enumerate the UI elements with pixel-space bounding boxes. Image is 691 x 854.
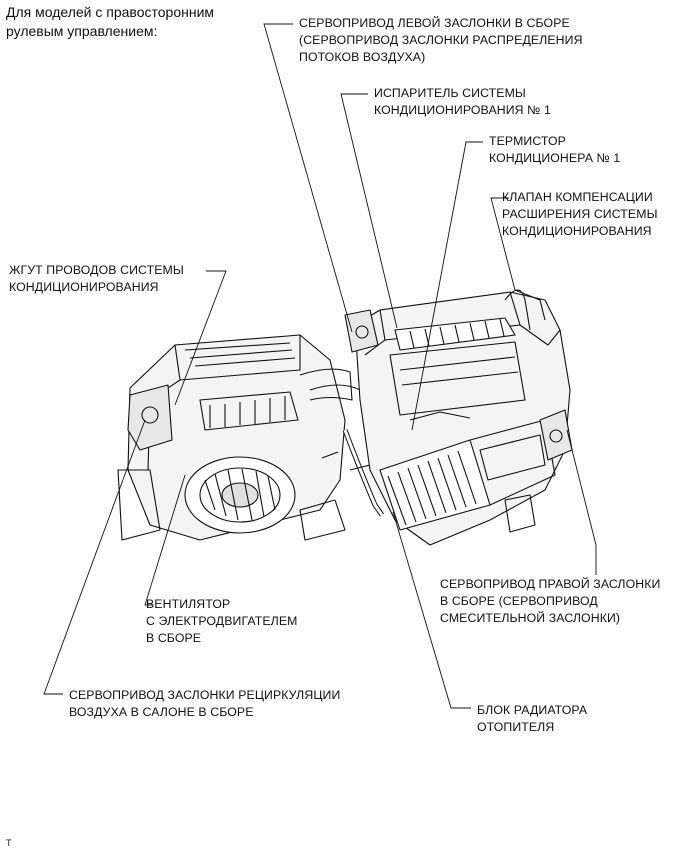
expansion-valve-pipes [504, 289, 531, 331]
leader-lines [43, 23, 597, 709]
footer-mark: T [6, 838, 12, 848]
leader-wire-harness [174, 270, 227, 406]
page-heading: Для моделей с правосторонним рулевым упр… [6, 4, 215, 39]
leader-heater-core [392, 511, 471, 709]
left-door-servo-body [344, 309, 379, 353]
leader-right-door-servo [566, 429, 597, 575]
leader-left-door-servo [263, 23, 353, 333]
label-expansion-valve: КЛАПАН КОМПЕНСАЦИИ РАСШИРЕНИЯ СИСТЕМЫ КО… [502, 190, 658, 238]
label-wire-harness: ЖГУТ ПРОВОДОВ СИСТЕМЫ КОНДИЦИОНИРОВАНИЯ [9, 263, 184, 294]
leader-expansion-valve [490, 197, 516, 291]
leader-evaporator [340, 93, 398, 329]
label-right-door-servo: СЕРВОПРИВОД ПРАВОЙ ЗАСЛОНКИ В СБОРЕ (СЕР… [440, 577, 661, 625]
label-thermistor: ТЕРМИСТОР КОНДИЦИОНЕРА № 1 [489, 134, 621, 165]
label-recirc-servo: СЕРВОПРИВОД ЗАСЛОНКИ РЕЦИРКУЛЯЦИИ ВОЗДУХ… [69, 688, 341, 719]
label-evaporator: ИСПАРИТЕЛЬ СИСТЕМЫ КОНДИЦИОНИРОВАНИЯ № 1 [374, 86, 551, 117]
label-blower: ВЕНТИЛЯТОР С ЭЛЕКТРОДВИГАТЕЛЕМ В СБОРЕ [146, 597, 298, 645]
leader-thermistor [411, 141, 483, 431]
label-left-door-servo: СЕРВОПРИВОД ЛЕВОЙ ЗАСЛОНКИ В СБОРЕ (СЕРВ… [299, 16, 583, 64]
recirculation-servo-body [127, 384, 173, 451]
evaporator-core [394, 317, 516, 351]
label-heater-core: БЛОК РАДИАТОРА ОТОПИТЕЛЯ [477, 703, 588, 734]
leader-blower [144, 474, 186, 606]
leader-recirc-servo [43, 419, 146, 695]
